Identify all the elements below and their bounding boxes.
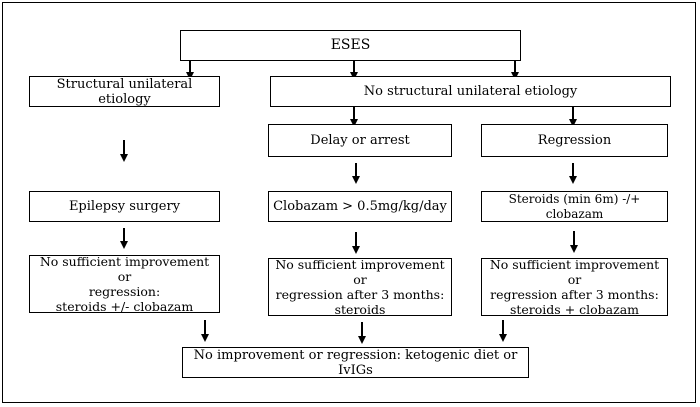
diagram-frame: [2, 2, 696, 403]
node-final-ketogenic-ivig: No improvement or regression: ketogenic …: [182, 347, 529, 378]
node-epilepsy-surgery: Epilepsy surgery: [29, 191, 220, 222]
node-structural-unilateral-etiology: Structural unilateral etiology: [29, 76, 220, 107]
node-delay-or-arrest: Delay or arrest: [268, 124, 452, 157]
node-steroids-min-6m: Steroids (min 6m) -/+ clobazam: [481, 191, 668, 222]
node-outcome-left: No sufficient improvement or regression:…: [29, 254, 220, 314]
node-no-structural-unilateral-etiology: No structural unilateral etiology: [270, 76, 671, 107]
node-eses: ESES: [180, 30, 521, 61]
node-regression: Regression: [481, 124, 668, 157]
node-outcome-middle: No sufficient improvement or regression …: [268, 257, 452, 317]
node-outcome-right: No sufficient improvement or regression …: [481, 257, 668, 317]
node-clobazam: Clobazam > 0.5mg/kg/day: [268, 191, 452, 222]
